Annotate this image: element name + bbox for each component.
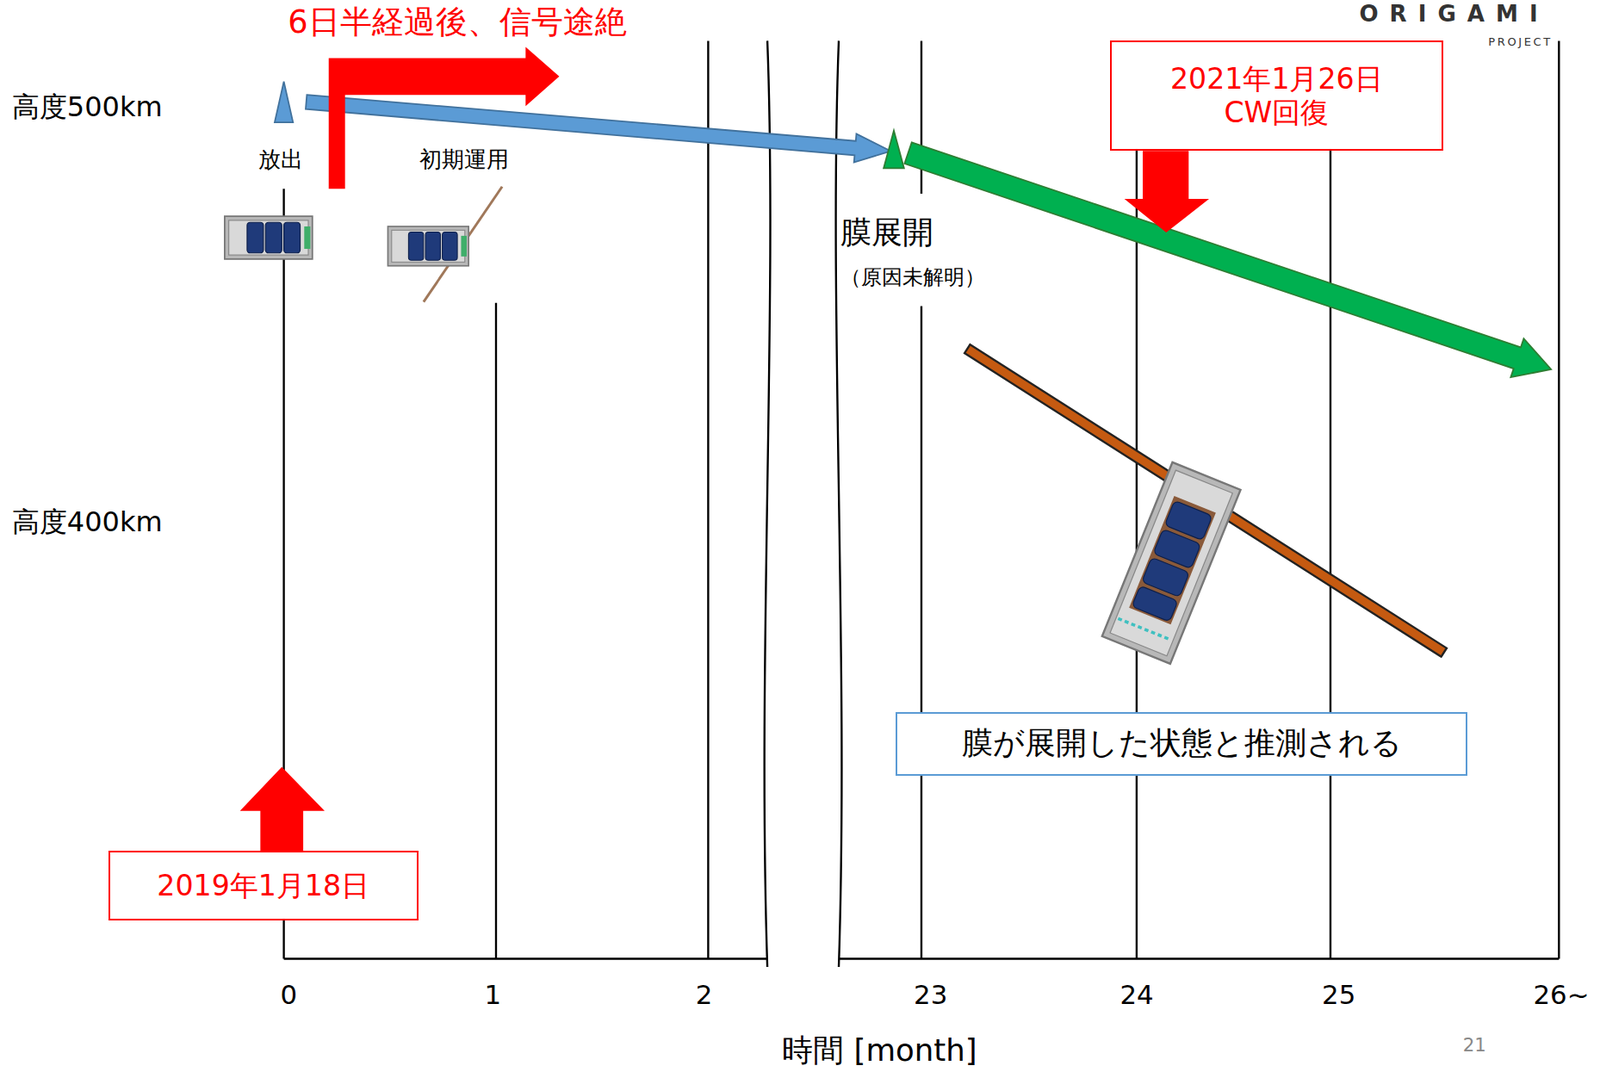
date-callout-box: 2021年1月26日 CW回復 — [1110, 40, 1444, 151]
axis-title: 時間 [month] — [780, 1033, 979, 1069]
event-label: 初期運用 — [417, 147, 511, 174]
logo-subtext: PROJECT — [1486, 35, 1555, 49]
satellite-body — [1102, 462, 1241, 664]
tick-label: 23 — [911, 979, 949, 1011]
date-callout-box: 2019年1月18日 — [108, 850, 419, 921]
release-marker — [274, 81, 293, 123]
logo-text: ORIGAMI — [1357, 1, 1551, 28]
signal-lost-arrow — [328, 46, 560, 189]
callout-arrow — [240, 767, 325, 851]
axis-line — [284, 957, 1560, 960]
note-box: 膜が展開した状態と推測される — [895, 712, 1468, 777]
event-note: （原因未解明） — [838, 266, 987, 290]
tick-label: 25 — [1320, 979, 1358, 1011]
membrane-bar — [964, 344, 1447, 658]
deploy-marker — [883, 130, 905, 169]
grid-lines — [284, 40, 1560, 968]
signal-lost-note: 6日半経過後、信号途絶 — [285, 4, 628, 41]
orbit-arrow — [901, 133, 1558, 389]
event-label: 放出 — [256, 147, 305, 174]
box-text: 膜が展開した状態と推測される — [961, 725, 1402, 763]
tick-label: 24 — [1117, 979, 1155, 1011]
grid-line — [706, 40, 709, 959]
axis-break — [836, 40, 843, 968]
grid-line — [495, 303, 497, 960]
tick-label: 26~ — [1531, 979, 1591, 1011]
grid-line — [1135, 40, 1138, 959]
event-label: 膜展開 — [838, 215, 936, 251]
satellite-frame — [1110, 470, 1233, 657]
tick-label: 0 — [279, 979, 300, 1011]
solar-panel — [1131, 585, 1179, 622]
satellite-strip — [1117, 618, 1172, 640]
tick-label: 1 — [483, 979, 504, 1011]
altitude-label: 高度400km — [10, 506, 165, 539]
axis-break — [764, 40, 771, 968]
membrane — [964, 344, 1447, 658]
satellite-icon — [224, 216, 313, 260]
orbit-arrow — [304, 87, 893, 166]
box-text: 2019年1月18日 — [156, 868, 370, 904]
satellite-plate — [1128, 496, 1216, 625]
satellite-icon — [387, 226, 469, 267]
satellite-large — [1102, 462, 1241, 664]
grid-line — [1329, 40, 1332, 959]
altitude-label: 高度500km — [10, 91, 165, 124]
callout-arrow — [1124, 150, 1210, 233]
grid-line — [1557, 40, 1560, 959]
tick-label: 2 — [694, 979, 715, 1011]
grid-line — [920, 40, 923, 959]
page-number: 21 — [1461, 1035, 1489, 1057]
box-text: 2021年1月26日 CW回復 — [1159, 62, 1394, 131]
